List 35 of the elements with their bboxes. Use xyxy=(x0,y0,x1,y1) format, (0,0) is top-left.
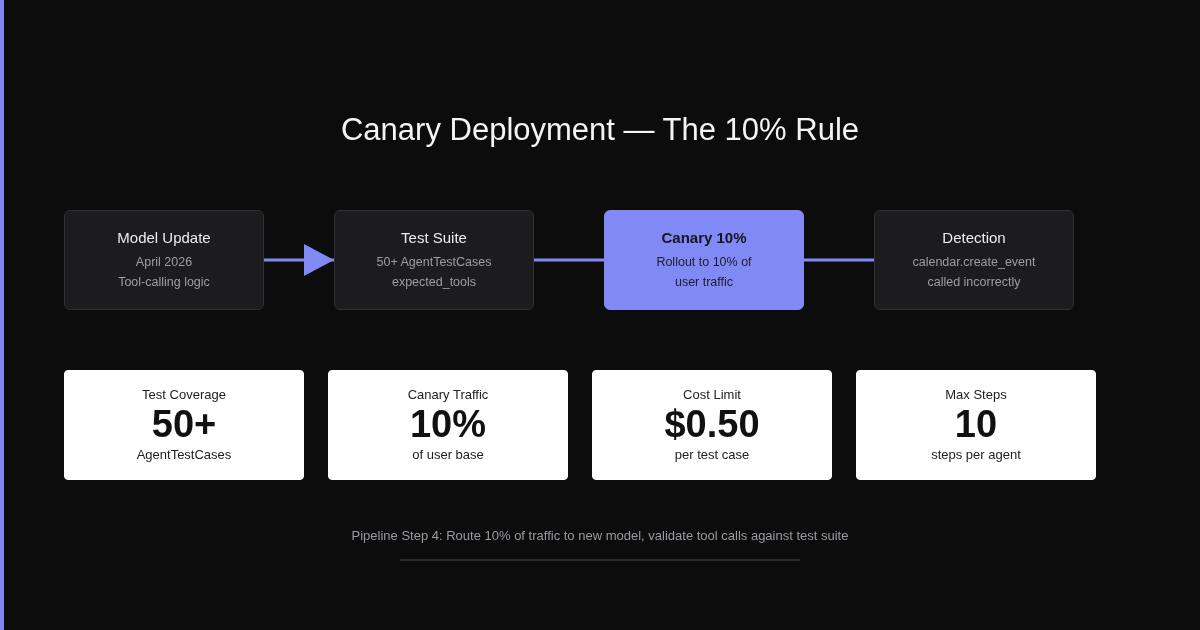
stat-value: 50+ xyxy=(151,404,217,444)
box-detail: Tool-calling logic xyxy=(118,274,210,291)
box-detail: expected_tools xyxy=(391,274,477,291)
stat-label: Canary Traffic xyxy=(407,387,489,403)
stat-description: of user base xyxy=(412,447,484,463)
stat-card xyxy=(64,370,304,480)
connector-line xyxy=(804,258,874,262)
arrow xyxy=(264,244,334,276)
box-title: Test Suite xyxy=(401,228,467,247)
stat-label: Test Coverage xyxy=(142,387,226,403)
box-title: Model Update xyxy=(117,228,211,247)
stat-card xyxy=(592,370,832,480)
stat-description: steps per agent xyxy=(931,447,1021,463)
connector-line xyxy=(534,258,604,262)
stat-description: per test case xyxy=(674,447,750,463)
caption: Pipeline Step 4: Route 10% of traffic to new model, validate tool calls against test suite xyxy=(351,527,849,544)
stat-card xyxy=(328,370,568,480)
box-title: Canary 10% xyxy=(661,228,747,247)
stat-label: Max Steps xyxy=(945,387,1007,403)
highlighted-process-box xyxy=(604,210,804,310)
stat-description: AgentTestCases xyxy=(136,447,232,463)
box-detail: 50+ AgentTestCases xyxy=(376,254,492,271)
box-detail: Rollout to 10% of user traffic xyxy=(655,254,753,291)
stat-card xyxy=(856,370,1096,480)
box-title: Detection xyxy=(942,228,1006,247)
box-detail: calendar.create_event called incorrectly xyxy=(911,254,1037,291)
diagram-title: Canary Deployment — The 10% Rule xyxy=(340,111,860,149)
stat-value: 10% xyxy=(409,404,487,444)
process-box xyxy=(874,210,1074,310)
stat-value: $0.50 xyxy=(664,404,760,444)
process-box xyxy=(334,210,534,310)
stat-label: Cost Limit xyxy=(683,387,741,403)
box-detail: April 2026 xyxy=(135,254,193,271)
process-box xyxy=(64,210,264,310)
stat-value: 10 xyxy=(954,404,998,444)
